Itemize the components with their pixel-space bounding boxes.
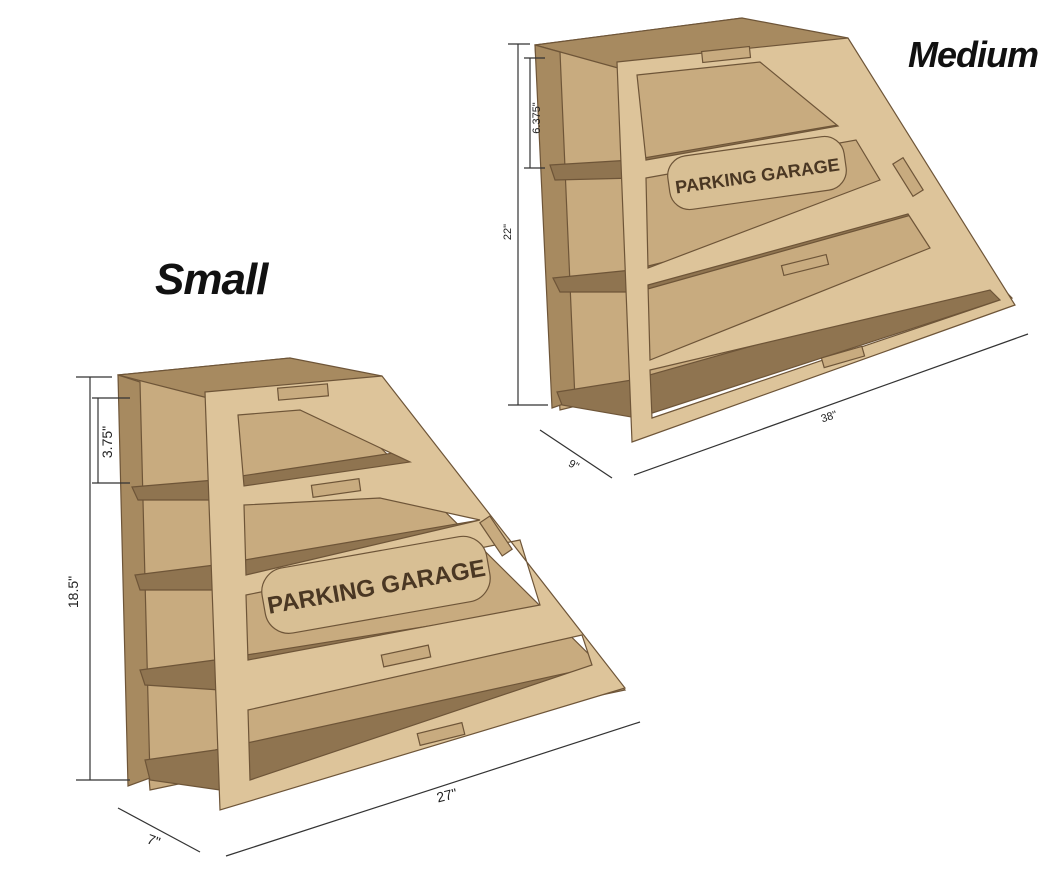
title-medium: Medium [908,34,1039,75]
medium-width-label: 38" [820,409,839,425]
small-height-label: 18.5" [65,576,81,608]
small-shelf-gap-label: 3.75" [99,426,115,458]
medium-height-label: 22" [502,224,514,240]
medium-dimensions [508,43,1029,479]
small-depth-label: 7" [145,831,162,850]
medium-slot-mid [780,253,830,277]
small-slot-side [479,515,513,557]
medium-depth-label: 9" [566,458,581,473]
small-slot-top [276,383,330,401]
medium-slot-bottom [820,345,866,369]
small-width-label: 27" [435,785,459,806]
small-slot-bottom [416,721,466,747]
small-slot-mid-1 [310,478,362,498]
small-sign [261,535,491,634]
medium-shelf: PARKING GARAGE 22" 6.375" 38" 9" [502,17,1029,479]
small-dimensions [76,376,641,857]
medium-slot-side [892,156,924,198]
medium-front-panel [616,37,1016,443]
medium-shelf-gap-label: 6.375" [531,102,543,134]
medium-slot-top [700,45,752,64]
medium-sign [667,135,847,211]
small-front-panel [204,375,627,811]
title-small: Small [155,255,268,304]
small-slot-mid-2 [380,644,432,668]
small-shelf: PARKING GARAGE 18.5" 3.75" 27" 7" [65,357,641,857]
